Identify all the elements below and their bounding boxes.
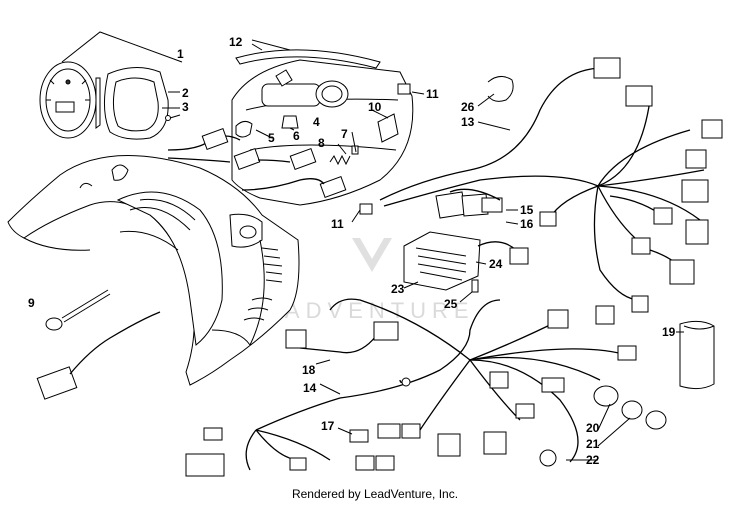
- callout-26: 26: [461, 100, 475, 114]
- callout-9: 9: [28, 296, 35, 310]
- bolt-and-plug: [36, 289, 161, 400]
- callout-24: 24: [489, 257, 503, 271]
- callout-6: 6: [293, 129, 300, 143]
- callout-2: 2: [182, 86, 189, 100]
- callout-14: 14: [303, 381, 317, 395]
- callout-15: 15: [520, 203, 534, 217]
- callout-17: 17: [321, 419, 335, 433]
- harness-sleeve: [676, 320, 715, 390]
- callout-12: 12: [229, 35, 243, 49]
- callout-3: 3: [182, 100, 189, 114]
- callout-labels: 1 2 3 4 5 6 7 8 9 10 11 11 12 13 14 15 1…: [28, 35, 676, 467]
- callout-16: 16: [520, 217, 534, 231]
- callout-1: 1: [177, 47, 184, 61]
- main-harness: [379, 57, 723, 313]
- callout-4: 4: [313, 115, 320, 129]
- callout-19: 19: [662, 325, 676, 339]
- callout-23: 23: [391, 282, 405, 296]
- callout-11-bottom: 11: [331, 217, 344, 231]
- callout-21: 21: [586, 437, 600, 451]
- callout-25: 25: [444, 297, 458, 311]
- callout-7: 7: [341, 127, 348, 141]
- callout-8: 8: [318, 136, 325, 150]
- instrument-cluster: [39, 31, 183, 140]
- footer-credit: Rendered by LeadVenture, Inc.: [292, 487, 458, 501]
- callout-22: 22: [586, 453, 600, 467]
- headlight-assembly: [231, 39, 425, 223]
- regulator-relays: [403, 188, 529, 303]
- headlight-harness: [167, 128, 347, 198]
- callout-10: 10: [368, 100, 382, 114]
- callout-11-top: 11: [426, 87, 439, 101]
- lower-harness: [185, 298, 667, 477]
- callout-13: 13: [461, 115, 475, 129]
- callout-20: 20: [586, 421, 600, 435]
- callout-18: 18: [302, 363, 316, 377]
- callout-5: 5: [268, 131, 275, 145]
- front-fairing: [7, 155, 300, 386]
